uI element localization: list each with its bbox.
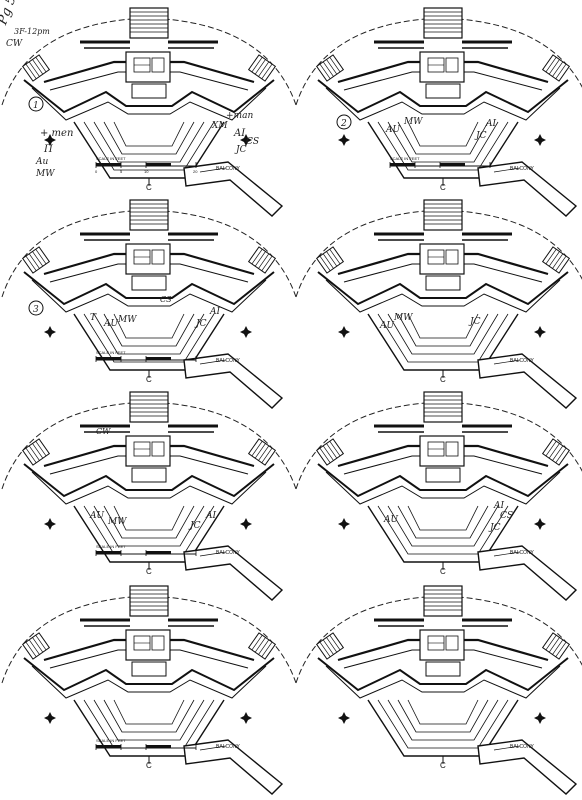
centerline-label: C bbox=[146, 567, 152, 576]
scale-tick: 0 bbox=[95, 169, 98, 174]
panel-note: AU bbox=[89, 511, 104, 521]
centerline-label: C bbox=[146, 375, 152, 384]
plan-panel-1: 1 + men Π Au MW +man XM AI CS JC BALCONY… bbox=[0, 6, 298, 218]
panel-note: AI bbox=[233, 128, 246, 139]
plan-panel-5: CW AU MW JC AI BALCONY C bbox=[0, 390, 298, 602]
balcony-label: BALCONY bbox=[216, 166, 241, 172]
panel-note: JC bbox=[474, 131, 487, 141]
plan-panel-4: AU MW JC BALCONY C bbox=[294, 198, 582, 410]
scale-title: SCALE IN FEET bbox=[96, 544, 126, 549]
balcony-label: BALCONY bbox=[216, 744, 241, 750]
panel-note: CW bbox=[96, 427, 111, 436]
panel-note: AU bbox=[385, 125, 400, 135]
scale-bar: SCALE IN FEET 0 5 10 20 bbox=[95, 156, 198, 174]
panel-note: MW bbox=[403, 117, 423, 127]
panel-number-circle bbox=[336, 114, 352, 130]
panel-number: 1 bbox=[33, 101, 39, 111]
panel-note: +man bbox=[226, 111, 253, 121]
panel-note: JC bbox=[234, 145, 247, 155]
balcony-label: BALCONY bbox=[510, 166, 535, 172]
scale-tick: 10 bbox=[144, 169, 149, 174]
panel-note: MW bbox=[117, 315, 137, 325]
scale-bar: SCALE IN FEET bbox=[95, 544, 197, 557]
centerline-label: C bbox=[146, 183, 152, 192]
centerline-label: C bbox=[440, 375, 446, 384]
plan-panel-8: BALCONY C bbox=[294, 584, 582, 796]
scale-tick: 20 bbox=[193, 169, 198, 174]
scale-title: SCALE IN FEET bbox=[390, 156, 420, 161]
panel-note: AI bbox=[205, 511, 216, 521]
scale-bar: SCALE IN FEET bbox=[389, 156, 491, 169]
centerline-label: C bbox=[440, 761, 446, 770]
panel-note: JC bbox=[488, 523, 501, 533]
plan-panel-7: BALCONY C bbox=[0, 584, 298, 796]
balcony-label: BALCONY bbox=[216, 550, 241, 556]
panel-note: CS bbox=[160, 295, 172, 304]
plan-panel-3: 3 T AU MW CS JC AI BALCONY C bbox=[0, 198, 298, 410]
centerline-label: C bbox=[440, 567, 446, 576]
panel-note: AI bbox=[485, 119, 496, 129]
corner-note-1: 3F-12pm bbox=[14, 27, 50, 36]
centerline-label: C bbox=[146, 761, 152, 770]
panel-note: + men bbox=[40, 128, 73, 139]
panel-note: CS bbox=[246, 137, 259, 147]
panel-note: XM bbox=[211, 121, 228, 131]
centerline-label: C bbox=[440, 183, 446, 192]
scale-title: SCALE IN FEET bbox=[96, 156, 126, 161]
scale-title: SCALE IN FEET bbox=[96, 350, 126, 355]
balcony-label: BALCONY bbox=[510, 744, 535, 750]
panel-number: 3 bbox=[33, 305, 39, 315]
balcony-label: BALCONY bbox=[510, 550, 535, 556]
balcony-label: BALCONY bbox=[216, 358, 241, 364]
panel-note: AU bbox=[103, 319, 118, 329]
panel-number: 2 bbox=[340, 119, 347, 129]
panel-note: CS bbox=[500, 511, 513, 521]
panel-note: MW bbox=[107, 517, 127, 527]
panel-note: Au bbox=[35, 157, 48, 167]
panel-number-circle bbox=[28, 300, 44, 316]
panel-note: Π bbox=[43, 144, 53, 155]
panel-note: AI bbox=[209, 307, 220, 317]
panel-note: AU bbox=[383, 515, 398, 525]
plan-panel-2: 2 AU MW JC AI BALCONY C bbox=[294, 6, 582, 218]
panel-note: JC bbox=[468, 317, 481, 327]
page-note: Pg 52. bbox=[0, 0, 24, 28]
scale-bar: SCALE IN FEET bbox=[95, 738, 197, 751]
panel-note: T bbox=[90, 313, 97, 323]
balcony-label: BALCONY bbox=[510, 358, 535, 364]
panel-note: JC bbox=[188, 521, 201, 531]
panel-note: AI bbox=[493, 501, 504, 511]
scale-title: SCALE IN FEET bbox=[96, 738, 126, 743]
scale-tick: 5 bbox=[120, 169, 123, 174]
corner-note-2: CW bbox=[6, 39, 23, 49]
plan-panel-6: AU AI CS JC BALCONY C bbox=[294, 390, 582, 602]
scale-bar: SCALE IN FEET bbox=[95, 350, 197, 363]
panel-note: MW bbox=[35, 169, 55, 179]
panel-note: JC bbox=[194, 319, 207, 329]
panel-number-circle bbox=[28, 96, 44, 112]
panel-note: MW bbox=[393, 313, 413, 323]
panel-note: AU bbox=[379, 321, 394, 331]
